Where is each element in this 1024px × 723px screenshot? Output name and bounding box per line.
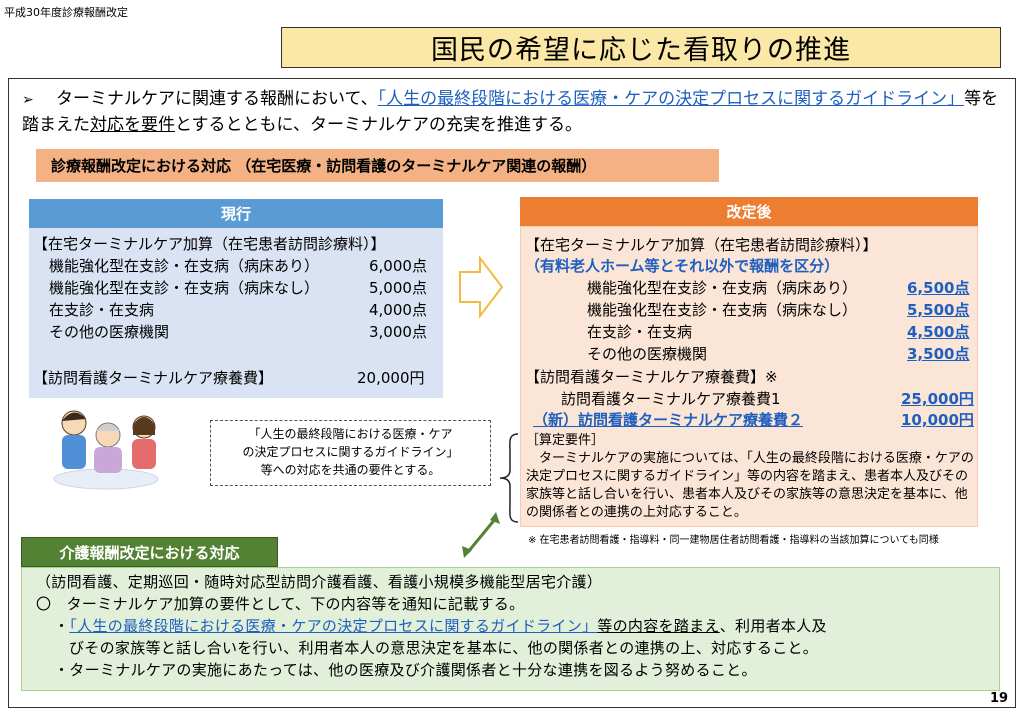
- current-item-label: 機能強化型在支診・在支病（病床なし）: [49, 279, 320, 297]
- current-item-label: その他の医療機関: [49, 323, 170, 341]
- revised-item-value: 3,500点: [907, 345, 970, 363]
- revised-item-value: 6,500点: [907, 279, 970, 297]
- revised-heading-1: 【在宅ターミナルケア加算（在宅患者訪問診療料）】: [525, 236, 878, 254]
- revised-fee-1-label: 訪問看護ターミナルケア療養費1: [561, 390, 781, 408]
- current-item-label: 機能強化型在支診・在支病（病床あり）: [49, 257, 320, 275]
- revised-panel: 【在宅ターミナルケア加算（在宅患者訪問診療料）】 （有料老人ホーム等とそれ以外で…: [520, 226, 978, 527]
- kaigo-panel: [21, 567, 1000, 691]
- kaigo-text: （訪問看護、定期巡回・随時対応型訪問介護看護、看護小規模多機能型居宅介護） 〇 …: [36, 571, 991, 681]
- revised-item-value: 5,500点: [907, 301, 970, 319]
- current-item-label: 在支診・在支病: [49, 301, 155, 319]
- revised-item-label: 機能強化型在支診・在支病（病床あり）: [587, 279, 858, 297]
- intro-underlined: 対応を要件: [90, 115, 175, 135]
- footnote: ※ 在宅患者訪問看護・指導料・同一建物居住者訪問看護・指導料の当該加算についても…: [528, 535, 939, 546]
- intro-text-before: ターミナルケアに関連する報酬において、: [56, 89, 378, 109]
- kaigo-line: びその家族等と話し合いを行い、利用者本人の意思決定を基本に、他の関係者との連携の…: [69, 639, 819, 657]
- current-heading-2-value: 20,000円: [357, 369, 425, 387]
- page-title: 国民の希望に応じた看取りの推進: [281, 27, 1001, 68]
- kaigo-line: 〇 ターミナルケア加算の要件として、下の内容等を通知に記載する。: [36, 595, 525, 613]
- document-tag: 平成30年度診療報酬改定: [4, 6, 128, 19]
- current-item-value: 6,000点: [369, 257, 427, 275]
- calc-text: ターミナルケアの実施については、「人生の最終段階における医療・ケアの決定プロセス…: [526, 451, 974, 520]
- current-item-value: 3,000点: [369, 323, 427, 341]
- current-heading-2: 【訪問看護ターミナルケア療養費】: [33, 369, 274, 387]
- current-item-value: 5,000点: [369, 279, 427, 297]
- kaigo-line: ・ターミナルケアの実施にあたっては、他の医療及び介護関係者と十分な連携を図るよう…: [54, 661, 757, 679]
- revised-item-label: 在支診・在支病: [587, 323, 693, 341]
- revised-item-label: 機能強化型在支診・在支病（病床なし）: [587, 301, 858, 319]
- kaigo-guideline-link[interactable]: 「人生の最終段階における医療・ケアの決定プロセスに関するガイドライン」: [69, 617, 598, 635]
- calculation-requirements: ［算定要件］ ターミナルケアの実施については、「人生の最終段階における医療・ケア…: [526, 432, 974, 522]
- revised-fee-2-value: 10,000円: [901, 411, 974, 429]
- revised-item-value: 4,500点: [907, 323, 970, 341]
- current-item-value: 4,000点: [369, 301, 427, 319]
- revised-header: 改定後: [520, 197, 978, 226]
- callout-line: 等への対応を共通の要件とする。: [260, 463, 441, 477]
- section-label: 診療報酬改定における対応 （在宅医療・訪問看護のターミナルケア関連の報酬）: [36, 149, 719, 182]
- right-arrow-icon: [459, 256, 504, 318]
- brace-icon: [499, 433, 519, 523]
- bullet-arrow-icon: ➢: [22, 92, 34, 108]
- page-number: 19: [990, 691, 1009, 706]
- kaigo-label: 介護報酬改定における対応: [21, 537, 278, 567]
- callout-line: 「人生の最終段階における医療・ケア: [248, 427, 453, 441]
- current-heading-1: 【在宅ターミナルケア加算（在宅患者訪問診療料）】: [33, 235, 386, 253]
- revised-heading-2: 【訪問看護ターミナルケア療養費】※: [525, 368, 778, 386]
- kaigo-bullet: ・: [54, 617, 70, 635]
- current-header: 現行: [29, 199, 443, 228]
- revised-subheading: （有料老人ホーム等とそれ以外で報酬を区分）: [525, 257, 840, 275]
- guideline-callout: 「人生の最終段階における医療・ケア の決定プロセスに関するガイドライン」 等への…: [210, 420, 491, 486]
- kaigo-line-rest: 、利用者本人及: [719, 617, 827, 635]
- kaigo-underlined: 等の内容を踏まえ: [597, 617, 720, 635]
- callout-line: の決定プロセスに関するガイドライン」: [242, 445, 459, 459]
- kaigo-line: ・「人生の最終段階における医療・ケアの決定プロセスに関するガイドライン」等の内容…: [36, 615, 991, 637]
- intro-text-after: とするとともに、ターミナルケアの充実を推進する。: [175, 115, 582, 135]
- calc-title: ［算定要件］: [526, 433, 605, 448]
- content-frame: [8, 78, 1016, 708]
- family-care-illustration: [53, 410, 159, 490]
- revised-fee-2-label: （新）訪問看護ターミナルケア療養費２: [533, 411, 804, 429]
- guideline-link[interactable]: 「人生の最終段階における医療・ケアの決定プロセスに関するガイドライン」: [377, 89, 965, 109]
- kaigo-line: （訪問看護、定期巡回・随時対応型訪問介護看護、看護小規模多機能型居宅介護）: [36, 573, 603, 591]
- intro-paragraph: ➢ ターミナルケアに関連する報酬において、「人生の最終段階における医療・ケアの決定…: [22, 87, 1007, 138]
- revised-fee-1-value: 25,000円: [901, 390, 974, 408]
- current-panel: 【在宅ターミナルケア加算（在宅患者訪問診療料）】 機能強化型在支診・在支病（病床…: [29, 228, 443, 398]
- double-arrow-icon: [462, 512, 500, 558]
- intro-text-middle: 等を踏まえた: [22, 89, 999, 135]
- revised-item-label: その他の医療機関: [587, 345, 708, 363]
